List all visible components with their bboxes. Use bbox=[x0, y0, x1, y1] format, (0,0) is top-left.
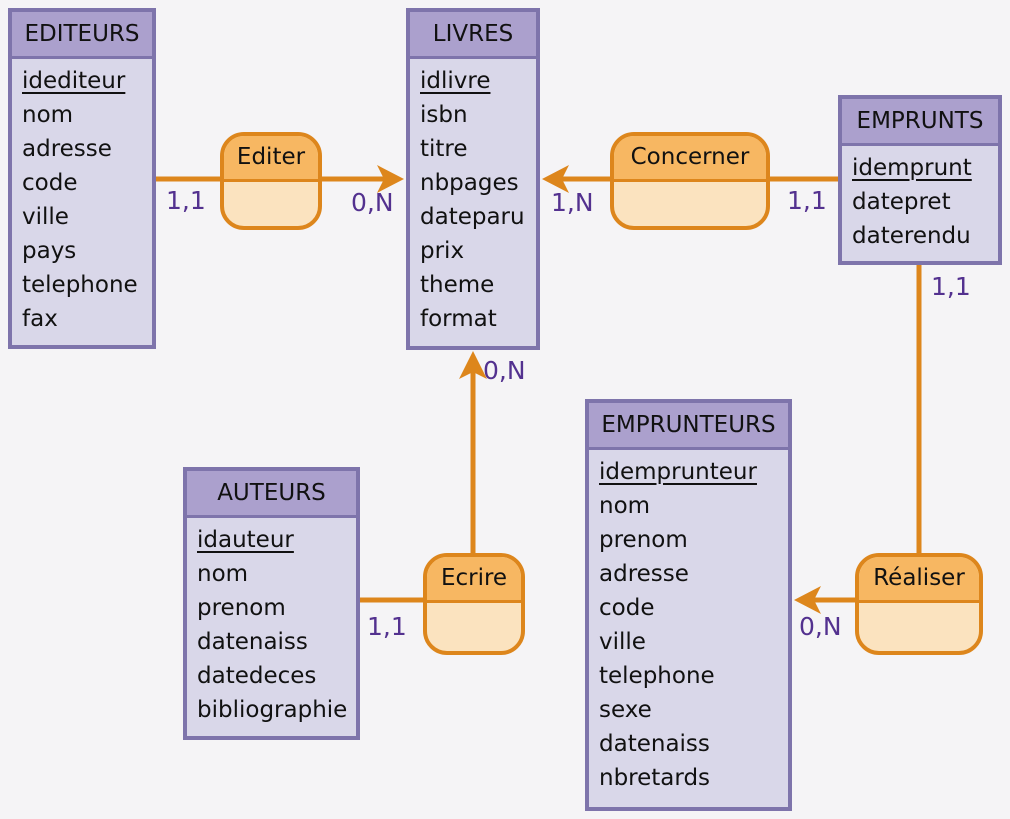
entity-editeurs[interactable]: EDITEURS idediteur nom adresse code vill… bbox=[8, 8, 156, 349]
cardinality-editeurs-editer: 1,1 bbox=[166, 186, 206, 215]
entity-title: EMPRUNTS bbox=[842, 99, 998, 146]
entity-title: AUTEURS bbox=[187, 471, 356, 518]
entity-attribute: isbn bbox=[420, 102, 468, 128]
entity-attribute-pk: idemprunt bbox=[852, 155, 972, 181]
relation-title: Réaliser bbox=[859, 557, 979, 603]
cardinality-ecrire-livres: 0,N bbox=[483, 356, 526, 385]
entity-attribute: code bbox=[22, 170, 78, 196]
cardinality-emprunts-realiser: 1,1 bbox=[931, 272, 971, 301]
relation-body bbox=[859, 603, 979, 651]
entity-title: LIVRES bbox=[410, 12, 536, 59]
entity-livres[interactable]: LIVRES idlivre isbn titre nbpages datepa… bbox=[406, 8, 540, 350]
entity-attribute: nbpages bbox=[420, 170, 519, 196]
entity-attribute: telephone bbox=[599, 663, 715, 689]
entity-attribute: pays bbox=[22, 238, 77, 264]
entity-attribute: datenaiss bbox=[599, 731, 710, 757]
relation-body bbox=[427, 603, 521, 651]
entity-attribute: datepret bbox=[852, 189, 951, 215]
entity-attribute: ville bbox=[599, 629, 646, 655]
relation-title: Ecrire bbox=[427, 557, 521, 603]
cardinality-auteurs-ecrire: 1,1 bbox=[367, 612, 407, 641]
entity-attribute: nom bbox=[22, 102, 74, 128]
entity-attribute: nbretards bbox=[599, 765, 711, 791]
entity-attribute: theme bbox=[420, 272, 495, 298]
entity-attribute-list: idlivre isbn titre nbpages dateparu prix… bbox=[410, 59, 536, 336]
entity-attribute: telephone bbox=[22, 272, 138, 298]
cardinality-editer-livres: 0,N bbox=[351, 188, 394, 217]
entity-attribute: prix bbox=[420, 238, 465, 264]
relation-body bbox=[224, 182, 318, 226]
entity-attribute-pk: idemprunteur bbox=[599, 459, 757, 485]
cardinality-emprunts-concerner: 1,1 bbox=[787, 186, 827, 215]
entity-attribute: prenom bbox=[599, 527, 688, 553]
entity-attribute-list: idemprunteur nom prenom adresse code vil… bbox=[589, 450, 788, 795]
arrowhead-realiser-emprunteurs-icon bbox=[794, 586, 821, 614]
entity-attribute: format bbox=[420, 306, 497, 332]
entity-emprunteurs[interactable]: EMPRUNTEURS idemprunteur nom prenom adre… bbox=[585, 399, 792, 811]
entity-emprunts[interactable]: EMPRUNTS idemprunt datepret daterendu bbox=[838, 95, 1002, 265]
entity-attribute: datenaiss bbox=[197, 629, 308, 655]
entity-attribute: prenom bbox=[197, 595, 286, 621]
relation-body bbox=[614, 182, 766, 226]
cardinality-concerner-livres: 1,N bbox=[551, 188, 594, 217]
entity-attribute: adresse bbox=[599, 561, 689, 587]
entity-attribute: dateparu bbox=[420, 204, 525, 230]
entity-attribute-pk: idauteur bbox=[197, 527, 294, 553]
entity-attribute: daterendu bbox=[852, 223, 971, 249]
entity-title: EDITEURS bbox=[12, 12, 152, 59]
entity-attribute-list: idauteur nom prenom datenaiss datedeces … bbox=[187, 518, 356, 727]
entity-attribute: nom bbox=[599, 493, 651, 519]
relation-concerner[interactable]: Concerner bbox=[610, 132, 770, 230]
entity-attribute-list: idediteur nom adresse code ville pays te… bbox=[12, 59, 152, 336]
entity-attribute-pk: idlivre bbox=[420, 68, 491, 94]
relation-ecrire[interactable]: Ecrire bbox=[423, 553, 525, 655]
relation-editer[interactable]: Editer bbox=[220, 132, 322, 230]
arrowhead-editer-livres-icon bbox=[377, 165, 404, 193]
cardinality-realiser-emprunteurs: 0,N bbox=[799, 612, 842, 641]
entity-attribute-pk: idediteur bbox=[22, 68, 126, 94]
relation-title: Editer bbox=[224, 136, 318, 182]
entity-attribute: sexe bbox=[599, 697, 652, 723]
relation-title: Concerner bbox=[614, 136, 766, 182]
entity-attribute: code bbox=[599, 595, 655, 621]
relation-realiser[interactable]: Réaliser bbox=[855, 553, 983, 655]
entity-title: EMPRUNTEURS bbox=[589, 403, 788, 450]
entity-attribute: titre bbox=[420, 136, 468, 162]
entity-attribute-list: idemprunt datepret daterendu bbox=[842, 146, 998, 253]
entity-attribute: adresse bbox=[22, 136, 112, 162]
arrowhead-ecrire-livres-icon bbox=[459, 351, 487, 379]
entity-attribute: datedeces bbox=[197, 663, 317, 689]
arrowhead-concerner-livres-icon bbox=[542, 165, 569, 193]
entity-attribute: ville bbox=[22, 204, 69, 230]
entity-attribute: fax bbox=[22, 306, 58, 332]
entity-auteurs[interactable]: AUTEURS idauteur nom prenom datenaiss da… bbox=[183, 467, 360, 740]
entity-attribute: bibliographie bbox=[197, 697, 348, 723]
entity-attribute: nom bbox=[197, 561, 249, 587]
